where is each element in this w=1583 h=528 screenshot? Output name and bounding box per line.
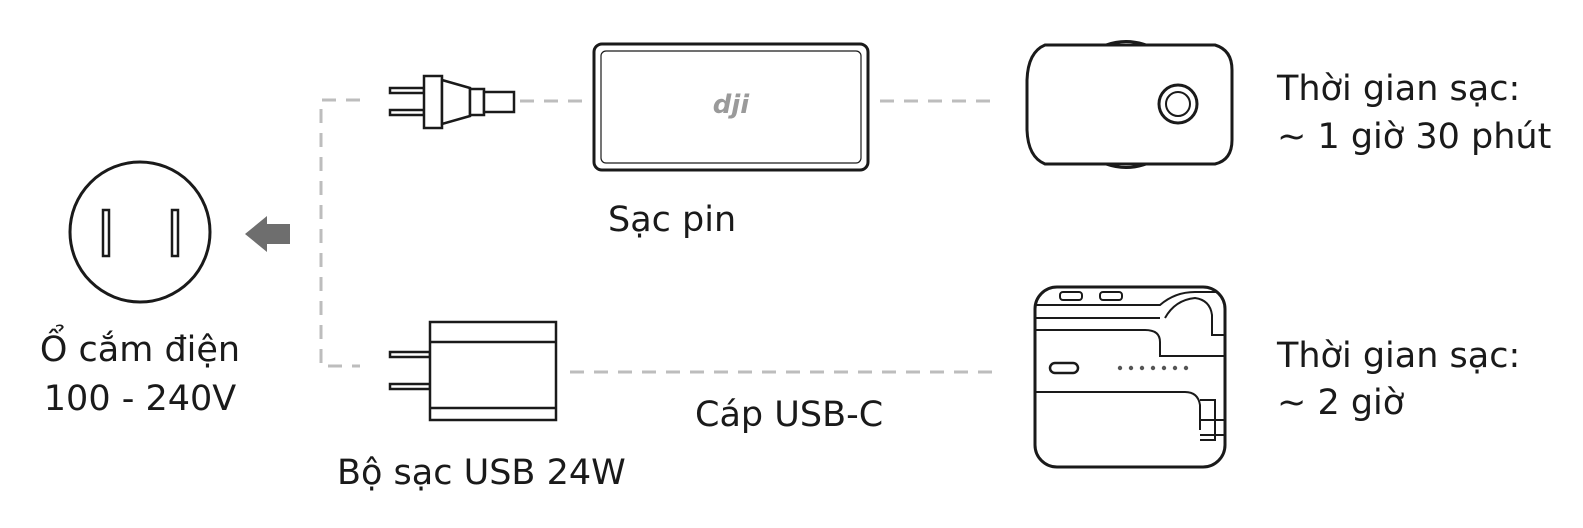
outlet-label-line1: Ổ cắm điện (39, 330, 241, 370)
battery-charger-icon: dji (592, 42, 870, 172)
usb-c-cable-label: Cáp USB-C (695, 395, 884, 435)
drone-charge-time-title: Thời gian sạc: (1277, 336, 1521, 376)
outlet-label-line2: 100 - 240V (43, 379, 237, 419)
left-arrow-icon (245, 216, 290, 252)
outlet-branch-line (319, 98, 360, 368)
battery-charge-time-title: Thời gian sạc: (1277, 69, 1521, 109)
flight-battery-icon (1025, 40, 1234, 169)
drone-closeup-icon (1033, 285, 1227, 469)
battery-charger-label: Sạc pin (608, 200, 737, 240)
battery-charge-time-value: ~ 1 giờ 30 phút (1277, 117, 1552, 157)
wall-outlet-icon (68, 160, 212, 304)
ac-plug-icon (388, 74, 516, 130)
usb-charger-label: Bộ sạc USB 24W (337, 453, 626, 493)
drone-charge-time-value: ~ 2 giờ (1277, 383, 1405, 423)
usb-charger-icon (388, 320, 558, 422)
connection-lines (319, 98, 995, 374)
dji-logo-icon: dji (713, 90, 751, 120)
